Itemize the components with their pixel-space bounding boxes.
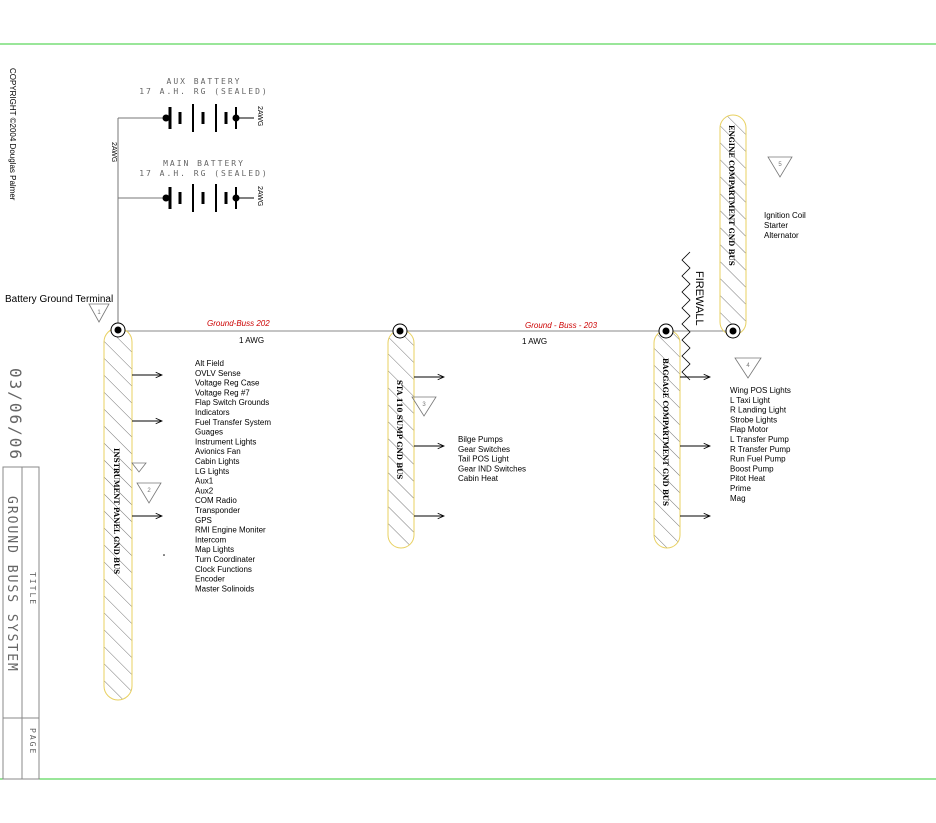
list-item: Alternator (764, 231, 799, 240)
list-item: Intercom (195, 535, 226, 544)
list-item: Gear IND Switches (458, 464, 526, 473)
list-item: Prime (730, 484, 751, 493)
list-item: Run Fuel Pump (730, 455, 786, 464)
list-item: Strobe Lights (730, 415, 777, 424)
main-battery: MAIN BATTERY 17 A.H. RG (SEALED) 2AWG (139, 159, 269, 212)
list-item: Guages (195, 428, 223, 437)
list-item: Starter (764, 221, 788, 230)
list-item: L Taxi Light (730, 396, 771, 405)
list-item: Mag (730, 494, 746, 503)
wire-gauge-vertical: 2AWG (110, 142, 117, 162)
triangle-3-label: 3 (422, 402, 426, 408)
aux-wire-gauge: 2AWG (256, 106, 263, 126)
triangle-4-label: 4 (746, 363, 750, 369)
aux-battery-spec: 17 A.H. RG (SEALED) (139, 87, 269, 96)
list-item: Boost Pump (730, 464, 774, 473)
aux-battery-name: AUX BATTERY (167, 77, 242, 86)
drawing-date: 03/06/06 (6, 368, 25, 461)
triangle-markers (88, 156, 793, 504)
list-item: Wing POS Lights (730, 386, 791, 395)
list-item: Voltage Reg #7 (195, 388, 250, 397)
list-item: Cabin Lights (195, 457, 239, 466)
instrument-panel-gnd-bus: INSTRUMENT PANEL GND BUS (103, 327, 133, 701)
list-item: OVLV Sense (195, 369, 241, 378)
list-item: Voltage Reg Case (195, 379, 260, 388)
main-wire-gauge: 2AWG (256, 186, 263, 206)
sump-bus-label: STA 110 SUMP GND BUS (395, 380, 404, 479)
engine-gnd-bus: ENGINE COMPARTMENT GND BUS (719, 114, 747, 336)
list-item: Flap Switch Grounds (195, 398, 269, 407)
list-item: Bilge Pumps (458, 435, 503, 444)
list-item: Alt Field (195, 359, 224, 368)
battery-wiring (117, 117, 166, 330)
list-item: Ignition Coil (764, 211, 806, 220)
main-battery-spec: 17 A.H. RG (SEALED) (139, 169, 269, 178)
baggage-bus-label: BAGGAGE COMPARTMENT GND BUS (661, 358, 670, 506)
list-item: Indicators (195, 408, 230, 417)
aux-battery: AUX BATTERY 17 A.H. RG (SEALED) 2AWG (139, 77, 269, 132)
list-item: Flap Motor (730, 425, 769, 434)
list-item: Aux1 (195, 477, 214, 486)
baggage-gnd-bus: BAGGAGE COMPARTMENT GND BUS (653, 329, 681, 549)
list-item: Aux2 (195, 486, 214, 495)
list-item: Cabin Heat (458, 474, 499, 483)
stray-dot (163, 554, 165, 556)
page-label: PAGE (28, 728, 37, 755)
buss-202-label: Ground-Buss 202 (207, 319, 270, 328)
buss-203-label: Ground - Buss - 203 (525, 321, 598, 330)
buss-202-gauge: 1 AWG (239, 336, 264, 345)
list-item: Clock Functions (195, 565, 252, 574)
sump-gnd-bus: STA 110 SUMP GND BUS (387, 329, 415, 549)
title-block: TITLE GROUND BUSS SYSTEM PAGE (2, 466, 40, 780)
list-item: Master Solinoids (195, 584, 254, 593)
list-item: Encoder (195, 575, 225, 584)
list-item: Gear Switches (458, 445, 510, 454)
list-item: Avionics Fan (195, 447, 241, 456)
list-item: R Landing Light (730, 406, 787, 415)
title-label: TITLE (28, 572, 37, 606)
engine-bus-label: ENGINE COMPARTMENT GND BUS (727, 125, 736, 266)
main-battery-name: MAIN BATTERY (163, 159, 245, 168)
buss-203-gauge: 1 AWG (522, 337, 547, 346)
firewall-zigzag (681, 251, 691, 381)
triangle-1-label: 1 (97, 310, 101, 316)
instrument-panel-bus-label: INSTRUMENT PANEL GND BUS (112, 448, 121, 574)
list-item: Tail POS Light (458, 455, 509, 464)
list-item: COM Radio (195, 496, 237, 505)
list-item: Map Lights (195, 545, 234, 554)
list-item: Instrument Lights (195, 437, 256, 446)
terminal-circles (110, 322, 741, 339)
copyright-text: COPYRIGHT ©2004 Douglas Palmer (8, 68, 17, 201)
list-item: Pitot Heat (730, 474, 766, 483)
list-item: LG Lights (195, 467, 229, 476)
list-item: GPS (195, 516, 212, 525)
battery-ground-terminal-label: Battery Ground Terminal (5, 294, 113, 305)
list-item: R Transfer Pump (730, 445, 791, 454)
firewall-label: FIREWALL (693, 271, 705, 326)
list-item: Fuel Transfer System (195, 418, 271, 427)
branch-arrows (132, 375, 710, 516)
triangle-5-label: 5 (778, 162, 782, 168)
title-value: GROUND BUSS SYSTEM (4, 496, 19, 673)
list-item: L Transfer Pump (730, 435, 789, 444)
triangle-2-label: 2 (147, 488, 151, 494)
list-item: Turn Coordinater (195, 555, 256, 564)
list-item: Transponder (195, 506, 240, 515)
list-item: RMI Engine Moniter (195, 526, 266, 535)
